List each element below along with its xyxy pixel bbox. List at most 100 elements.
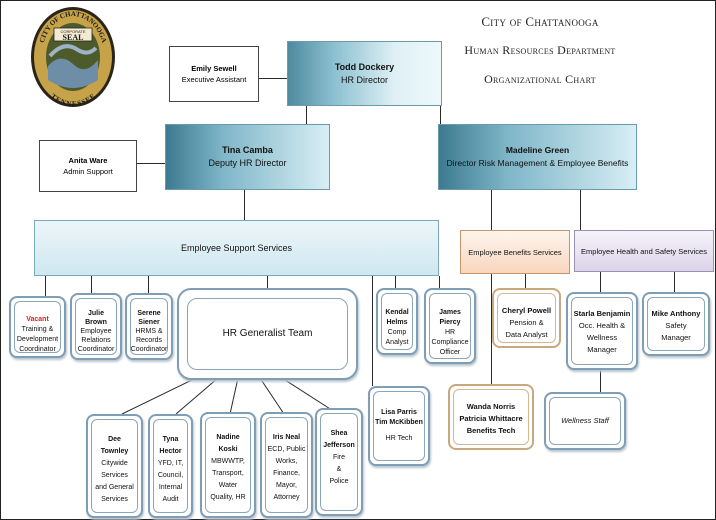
connector <box>440 106 441 124</box>
serene-role-line: Coordinator <box>130 346 168 353</box>
vacant-role-line: Training & <box>21 326 54 333</box>
patricia-whittacre-name: Patricia Whittacre <box>459 414 523 423</box>
hr-director-title: HR Director <box>340 74 388 85</box>
risk-director-box: Madeline Green Director Risk Management … <box>438 124 637 190</box>
connector <box>439 276 440 288</box>
nadine-first-name: Nadine <box>216 434 240 441</box>
connector <box>491 190 492 230</box>
connector <box>259 78 287 79</box>
exec-assistant-box: Emily Sewell Executive Assistant <box>169 46 259 102</box>
seal-center-top: CORPORATE <box>60 29 85 34</box>
shea-first-name: Shea <box>330 430 348 437</box>
admin-support-name: Anita Ware <box>68 156 108 165</box>
starla-role-line: Occ. Health & <box>578 321 626 330</box>
cheryl-role-line: Data Analyst <box>505 330 548 339</box>
mike-role-line: Manager <box>661 333 691 342</box>
vacant-name: Vacant <box>26 316 49 323</box>
tyna-last-name: Hector <box>159 448 182 455</box>
deputy-director-box: Tina Camba Deputy HR Director <box>165 124 330 190</box>
staff-card-james-piercy: James Piercy HR Compliance Officer <box>424 288 476 364</box>
staff-card-shea-jefferson: Shea Jefferson Fire & Police <box>315 408 363 516</box>
risk-director-title: Director Risk Management & Employee Bene… <box>446 158 629 168</box>
serene-first-name: Serene <box>137 310 161 317</box>
connector <box>306 106 307 124</box>
employee-health-safety-label: Employee Health and Safety Services <box>581 246 707 256</box>
iris-neal-name: Iris Neal <box>272 434 301 441</box>
vacant-role-line: Development <box>16 336 59 343</box>
nadine-role-line: Transport, <box>212 470 244 477</box>
julie-role-line: Employee <box>80 328 112 335</box>
connector <box>91 276 92 296</box>
serene-role-line: Records <box>135 337 163 344</box>
header-chart-title: Organizational Chart <box>484 72 596 86</box>
hr-director-name: Todd Dockery <box>334 61 395 72</box>
iris-role-line: Works, <box>275 458 298 465</box>
kendal-role-line: Comp <box>387 329 407 336</box>
julie-last-name: Brown <box>85 319 107 326</box>
risk-director-name: Madeline Green <box>505 145 570 155</box>
julie-role-line: Coordinator <box>77 346 115 353</box>
kendal-last-name: Helms <box>386 319 408 326</box>
nadine-role-line: Quality, HR <box>210 494 246 501</box>
dee-role-line: and General <box>95 484 134 491</box>
dee-role-line: Services <box>101 496 128 503</box>
kendal-first-name: Kendal <box>385 309 409 316</box>
connector <box>600 272 601 292</box>
hr-tech-title: HR Tech <box>385 435 413 442</box>
james-last-name: Piercy <box>439 319 461 326</box>
employee-benefits-services-label: Employee Benefits Services <box>468 247 562 257</box>
nadine-role-line: Water <box>218 482 238 489</box>
julie-role-line: Relations <box>81 337 111 344</box>
employee-support-services-box: Employee Support Services <box>34 220 439 276</box>
tyna-first-name: Tyna <box>162 436 179 443</box>
staff-card-julie-brown: Julie Brown Employee Relations Coordinat… <box>70 293 122 360</box>
header-department: Human Resources Department <box>464 43 616 57</box>
cheryl-role-line: Pension & <box>509 318 544 327</box>
connector <box>600 370 601 392</box>
shea-last-name: Jefferson <box>323 442 355 449</box>
deputy-director-title: Deputy HR Director <box>208 158 287 168</box>
julie-first-name: Julie <box>88 310 104 317</box>
header-city: City of Chattanooga <box>481 14 599 29</box>
dee-role-line: Citywide <box>101 460 128 467</box>
starla-role-line: Wellness <box>586 333 618 342</box>
connector <box>137 163 165 164</box>
benefits-tech-title: Benefits Tech <box>466 426 516 435</box>
nadine-role-line: MBWWTP, <box>211 458 245 465</box>
connector <box>674 272 675 292</box>
tyna-role-line: Audit <box>162 496 179 503</box>
staff-card-vacant: Vacant Training & Development Coordinato… <box>9 296 66 358</box>
connector <box>372 276 373 386</box>
starla-benjamin-name: Starla Benjamin <box>573 309 631 318</box>
james-role-line: HR <box>444 329 456 336</box>
connector <box>148 276 149 296</box>
dee-role-line: Services <box>101 472 128 479</box>
iris-role-line: ECD, Public <box>267 446 306 453</box>
admin-support-title: Admin Support <box>63 167 113 176</box>
mike-role-line: Safety <box>665 321 687 330</box>
serene-last-name: Siener <box>138 319 160 326</box>
connector <box>267 276 268 288</box>
employee-health-safety-box: Employee Health and Safety Services <box>574 230 714 272</box>
mike-anthony-name: Mike Anthony <box>651 309 701 318</box>
employee-benefits-services-box: Employee Benefits Services <box>460 230 570 274</box>
staff-card-serene-siener: Serene Siener HRMS & Records Coordinator <box>125 293 173 360</box>
shea-role-line: & <box>336 466 342 473</box>
hr-generalist-team-label: HR Generalist Team <box>222 328 313 339</box>
connector <box>45 276 46 296</box>
hr-generalist-team-box: HR Generalist Team <box>177 288 358 380</box>
iris-role-line: Attorney <box>273 494 300 501</box>
lisa-parris-name: Lisa Parris <box>381 409 417 416</box>
kendal-role-line: Analyst <box>385 339 409 346</box>
staff-card-cheryl-powell: Cheryl Powell Pension & Data Analyst <box>492 288 561 348</box>
staff-card-tyna-hector: Tyna Hector YFD, IT, Council, Internal A… <box>148 414 193 518</box>
seal-center-text: SEAL <box>63 33 84 42</box>
staff-card-kendal-helms: Kendal Helms Comp Analyst <box>376 288 418 355</box>
exec-assistant-name: Emily Sewell <box>191 64 237 73</box>
admin-support-box: Anita Ware Admin Support <box>39 140 137 192</box>
staff-card-iris-neal: Iris Neal ECD, Public Works, Finance, Ma… <box>260 412 313 518</box>
cheryl-powell-name: Cheryl Powell <box>501 306 552 315</box>
starla-role-line: Manager <box>587 345 617 354</box>
dee-last-name: Townley <box>100 448 129 455</box>
connector <box>491 274 492 384</box>
